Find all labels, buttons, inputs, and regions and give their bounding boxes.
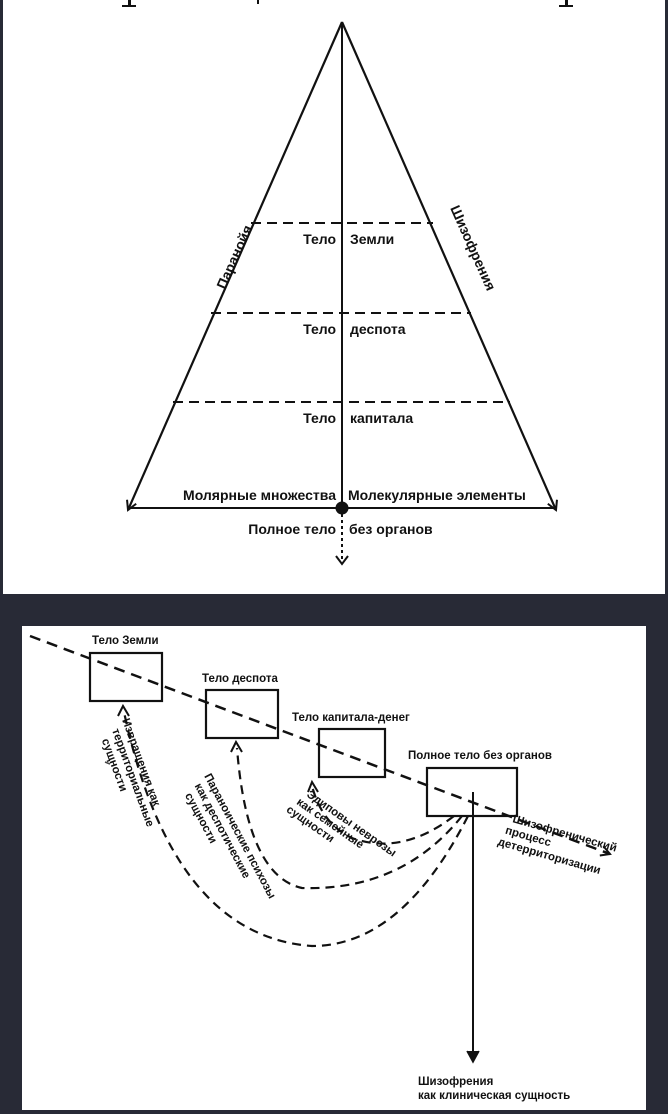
molar-label: Молярные множества: [183, 487, 336, 503]
level-label-left: Тело: [303, 231, 336, 247]
process-diagram: Тело Земли Тело деспота Тело капитала-де…: [29, 634, 618, 1102]
down-arrow-icon: [466, 1050, 480, 1064]
arrow-up-icon: [230, 739, 243, 753]
arc-oedipal: [310, 785, 455, 845]
level-label-right: Земли: [350, 231, 394, 247]
level-label-left: Тело: [303, 321, 336, 337]
level-label-right: деспота: [350, 321, 406, 337]
paranoia-label: Паранойя: [213, 223, 255, 292]
bwo-label-right: без органов: [349, 521, 433, 537]
schizophrenia-edge: [340, 21, 556, 510]
arrow-up-icon: [117, 703, 130, 717]
process-diagram-panel: Тело Земли Тело деспота Тело капитала-де…: [22, 626, 646, 1110]
arc-label-oedipal: Эдиповы неврозы как семейные сущности: [284, 789, 398, 860]
pyramid-diagram: Тело Земли Тело деспота Тело капитала Па…: [122, 0, 573, 566]
cropped-glyph: [559, 5, 573, 7]
molecular-label: Молекулярные элементы: [348, 487, 526, 503]
arc-paranoiac: [235, 747, 463, 890]
cropped-glyph: [122, 5, 136, 7]
box-label: Полное тело без органов: [408, 750, 552, 762]
box-body-of-earth: [88, 651, 164, 703]
body-without-organs-node: [335, 501, 349, 515]
box-label: Тело Земли: [92, 635, 159, 647]
arc-label-paranoiac: Параноические психозы как деспотические …: [182, 772, 278, 901]
box-body-of-capital: [317, 727, 387, 779]
clinical-label-line2: как клиническая сущность: [418, 1090, 570, 1102]
box-body-of-despot: [204, 688, 280, 740]
cropped-glyph: [128, 0, 131, 6]
process-label: Шизофренический процесс детерриторизации: [496, 813, 618, 877]
level-label-left: Тело: [303, 410, 336, 426]
paranoia-edge: [128, 21, 344, 510]
bwo-label-left: Полное тело: [248, 521, 336, 537]
pyramid-diagram-panel: Тело Земли Тело деспота Тело капитала Па…: [3, 0, 665, 594]
arrow-up-icon: [307, 779, 319, 793]
cropped-glyph: [565, 0, 568, 6]
box-label: Тело капитала-денег: [292, 712, 410, 724]
clinical-label-line1: Шизофрения: [418, 1076, 493, 1088]
arc-perversions: [122, 711, 469, 948]
stray-mark: [104, 761, 111, 765]
down-arrow-icon: [335, 555, 349, 566]
box-label: Тело деспота: [202, 673, 278, 685]
level-label-right: капитала: [350, 410, 413, 426]
cropped-glyph: [257, 0, 259, 4]
